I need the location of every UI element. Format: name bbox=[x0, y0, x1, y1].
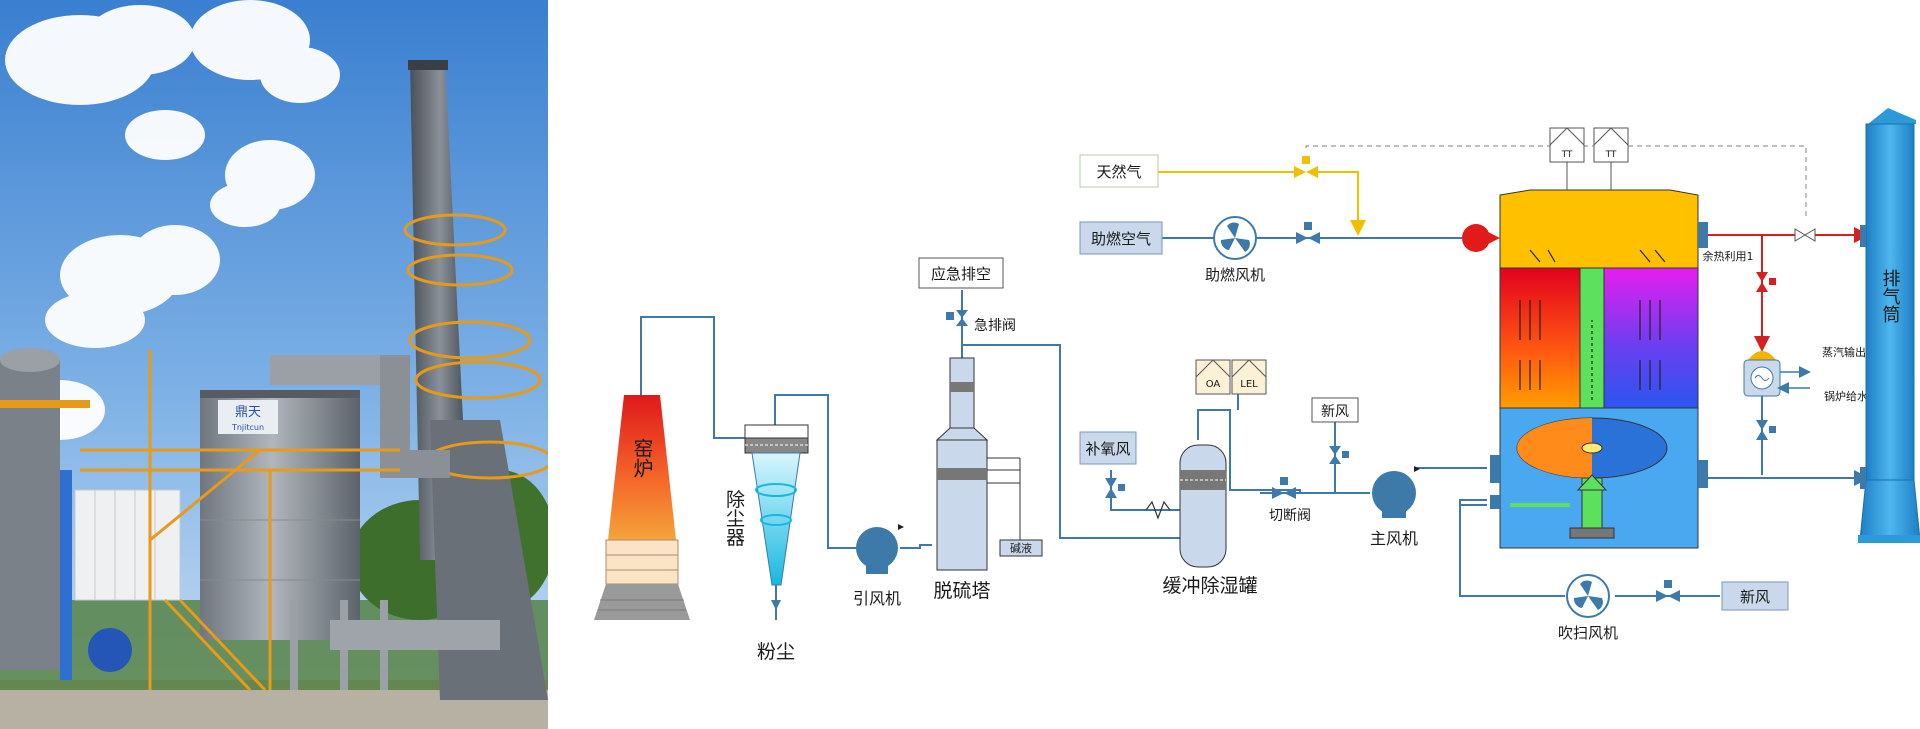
combustion-air-label: 助燃空气 bbox=[1091, 230, 1151, 248]
dust-collector bbox=[744, 424, 809, 620]
purge-fan-icon bbox=[1566, 574, 1610, 618]
svg-text:鼎天: 鼎天 bbox=[235, 405, 261, 420]
fresh-air-1-label: 新风 bbox=[1321, 404, 1349, 420]
analyzer-lel-label: LEL bbox=[1240, 379, 1258, 390]
natural-gas-box bbox=[1079, 154, 1159, 188]
alkali-liquid-label: 碱液 bbox=[1010, 541, 1032, 555]
purge-valve-icon bbox=[1656, 580, 1680, 602]
emergency-vent-label: 应急排空 bbox=[931, 265, 991, 283]
induced-fan-label: 引风机 bbox=[853, 589, 901, 608]
steam-out-label: 蒸汽输出 bbox=[1822, 345, 1866, 359]
oxygen-valve-icon bbox=[1105, 478, 1125, 498]
emergency-vent-box bbox=[918, 257, 1004, 289]
oxygen-supply-box bbox=[1079, 431, 1137, 465]
temp-2-label: TT bbox=[1605, 150, 1617, 160]
dust-label: 粉尘 bbox=[757, 641, 795, 663]
shutoff-valve-icon bbox=[1272, 477, 1296, 499]
dust-collector-label: 除尘器 bbox=[723, 489, 745, 546]
rto-chamber bbox=[1490, 189, 1708, 549]
bypass-valve-icon bbox=[1794, 228, 1816, 242]
desulfurization-tower-label: 脱硫塔 bbox=[933, 580, 990, 602]
analyzer-lel bbox=[1231, 359, 1267, 395]
kiln bbox=[594, 395, 690, 620]
emergency-valve-label: 急排阀 bbox=[974, 318, 1016, 334]
fresh-air-2-label: 新风 bbox=[1740, 588, 1770, 606]
exhaust-stack-label: 排气筒 bbox=[1880, 269, 1901, 324]
company-logo bbox=[218, 400, 278, 434]
purge-fan-label: 吹扫风机 bbox=[1558, 624, 1618, 642]
fresh-air-box-1 bbox=[1311, 397, 1359, 423]
shutoff-valve-label: 切断阀 bbox=[1269, 508, 1311, 524]
buffer-tank-label: 缓冲除湿罐 bbox=[1162, 575, 1257, 597]
gas-line bbox=[1158, 171, 1366, 236]
temp-1-label: TT bbox=[1561, 150, 1573, 160]
combustion-air-box bbox=[1079, 221, 1163, 255]
fresh-air-valve-icon bbox=[1329, 446, 1349, 464]
fresh-air-box-2 bbox=[1721, 581, 1789, 611]
boiler-outlet-valve-icon bbox=[1756, 420, 1776, 440]
induced-fan bbox=[856, 524, 904, 574]
kiln-label: 窑炉 bbox=[630, 438, 654, 478]
clouds bbox=[5, 0, 340, 440]
waste-heat-boiler bbox=[1743, 351, 1781, 397]
exhaust-stack bbox=[1858, 108, 1920, 543]
temperature-transmitter-1 bbox=[1549, 127, 1585, 190]
combustion-fan-icon bbox=[1213, 216, 1257, 260]
svg-text:Tnjitcun: Tnjitcun bbox=[231, 423, 264, 432]
main-fan bbox=[1372, 466, 1420, 518]
process-flow-diagram: 窑炉 除尘器 粉尘 引风机 碱液 脱硫塔 应急排空 bbox=[594, 108, 1920, 663]
check-valve-icon bbox=[1145, 500, 1171, 520]
desulfurization-tower bbox=[935, 357, 1043, 571]
temperature-transmitter-2 bbox=[1593, 127, 1629, 190]
gas-valve-icon bbox=[1294, 156, 1318, 178]
main-fan-label: 主风机 bbox=[1370, 529, 1418, 548]
combustion-fan-label: 助燃风机 bbox=[1205, 266, 1265, 284]
buffer-tank bbox=[1179, 444, 1227, 568]
natural-gas-label: 天然气 bbox=[1096, 163, 1141, 181]
plant-photo: 鼎天 Tnjitcun bbox=[0, 0, 548, 729]
combustion-air-valve-icon bbox=[1296, 222, 1320, 244]
heat-recovery-valve-icon bbox=[1756, 272, 1776, 292]
oxygen-supply-label: 补氧风 bbox=[1085, 440, 1130, 458]
emergency-valve-icon bbox=[946, 310, 968, 326]
analyzer-oa bbox=[1195, 359, 1231, 395]
heat-recovery-label: 余热利用1 bbox=[1703, 249, 1754, 263]
platform-railings bbox=[80, 350, 400, 692]
boiler-water-label: 锅炉给水 bbox=[1824, 390, 1868, 403]
analyzer-oa-label: OA bbox=[1206, 379, 1221, 390]
